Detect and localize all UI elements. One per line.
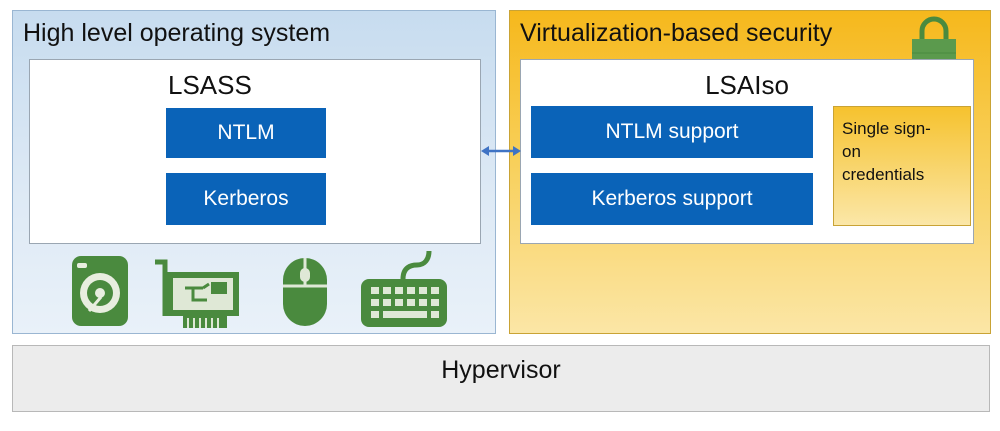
mouse-icon xyxy=(283,258,327,326)
lsaiso-title: LSAIso xyxy=(705,70,789,100)
ntlm-module: NTLM xyxy=(166,108,326,158)
kerberos-support-module: Kerberos support xyxy=(531,173,813,225)
keyboard-icon xyxy=(361,250,447,327)
hypervisor-bar: Hypervisor xyxy=(12,345,990,412)
lsass-box: LSASS NTLM Kerberos xyxy=(29,59,481,244)
network-card-icon xyxy=(155,259,239,328)
credentials-line: Single sign- xyxy=(842,119,931,138)
vbs-panel: Virtualization-based security LSAIso NTL… xyxy=(509,10,991,334)
hypervisor-label: Hypervisor xyxy=(441,356,561,384)
ntlm-support-module: NTLM support xyxy=(531,106,813,158)
lsass-title: LSASS xyxy=(168,70,252,100)
hard-disk-icon xyxy=(72,256,128,326)
credentials-line: credentials xyxy=(842,165,925,184)
credentials-line: on xyxy=(842,142,861,161)
bidirectional-arrow-icon xyxy=(481,146,521,156)
os-panel: High level operating system LSASS NTLM K… xyxy=(12,10,496,334)
kerberos-module: Kerberos xyxy=(166,173,326,225)
single-sign-on-credentials-box: Single sign- on credentials xyxy=(833,106,971,226)
lsaiso-box: LSAIso NTLM support Kerberos support Sin… xyxy=(520,59,974,244)
vbs-panel-title: Virtualization-based security xyxy=(520,19,833,47)
os-panel-title: High level operating system xyxy=(23,19,331,47)
